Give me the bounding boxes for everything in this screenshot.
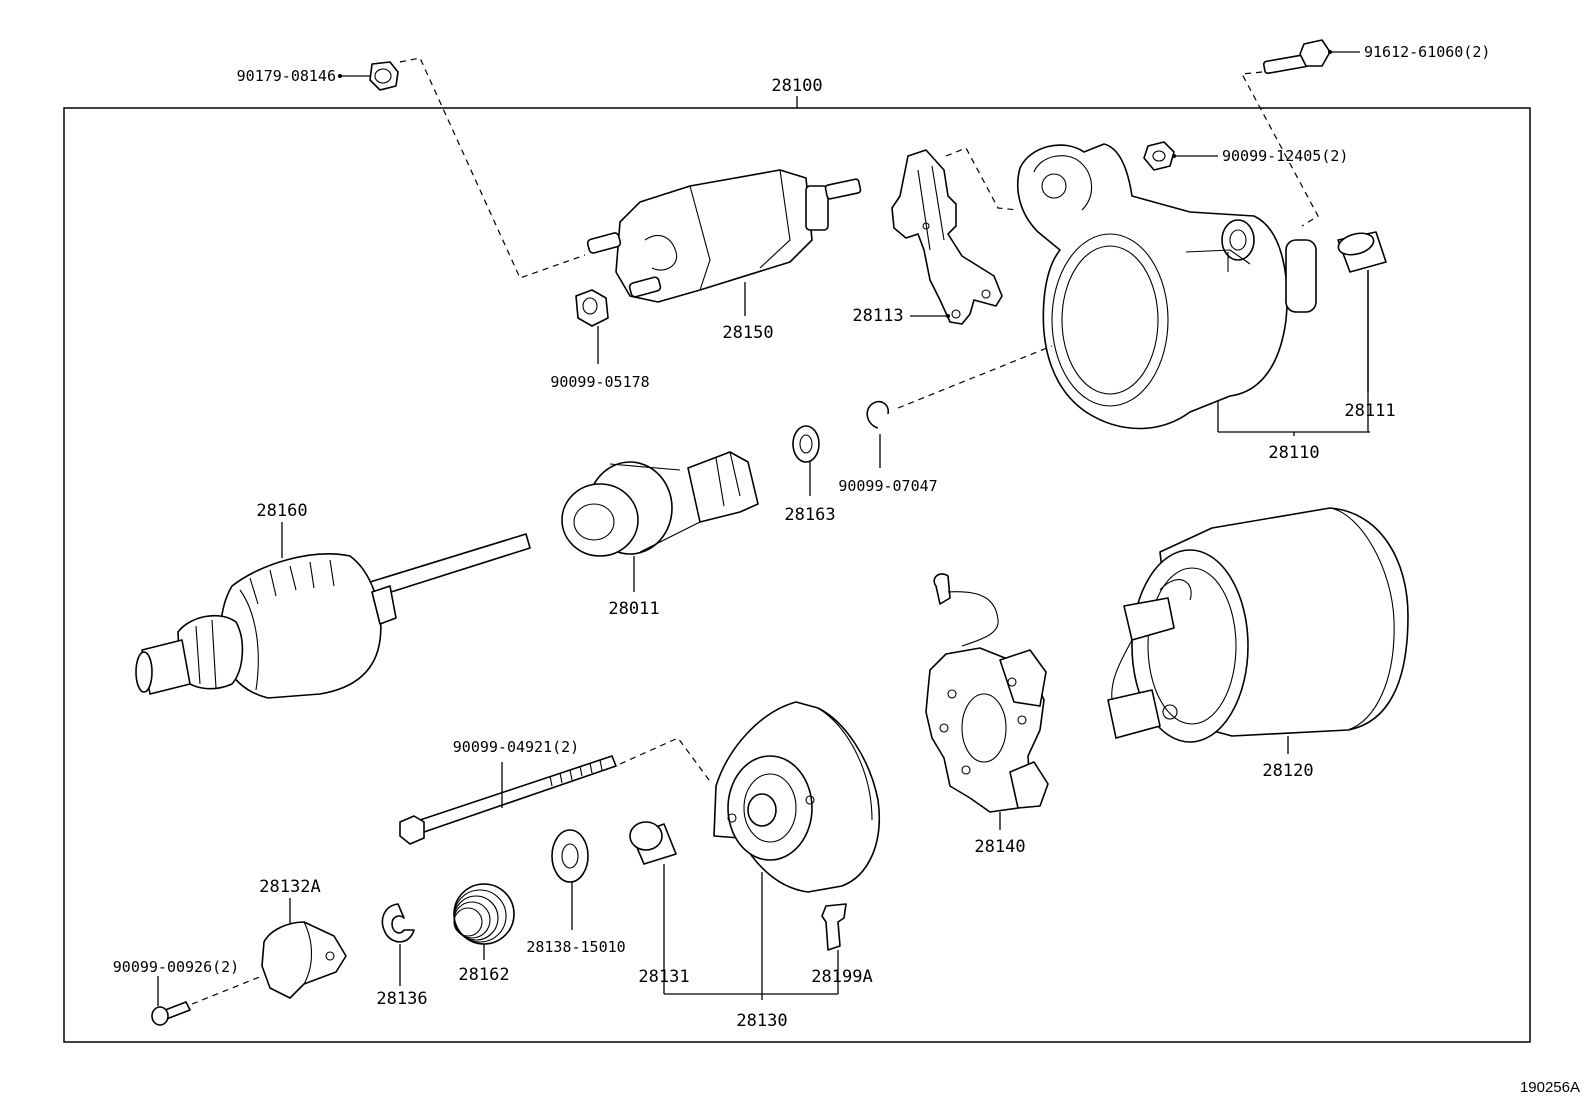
part-28110-housing[interactable] <box>1016 143 1317 430</box>
part-28160-armature[interactable] <box>135 533 531 699</box>
part-28120-yoke[interactable] <box>1107 507 1409 743</box>
label-90099-04921: 90099-04921(2) <box>453 738 579 756</box>
part-90099-00926-screw[interactable] <box>151 1001 191 1026</box>
label-28120: 28120 <box>1262 761 1313 781</box>
label-90099-07047: 90099-07047 <box>838 477 937 495</box>
part-90099-04921-through-bolt[interactable] <box>399 755 617 845</box>
part-28111-bushing[interactable] <box>1336 230 1387 273</box>
part-28199A-grommet[interactable] <box>821 903 847 951</box>
label-28136: 28136 <box>376 989 427 1009</box>
label-28111: 28111 <box>1344 401 1395 421</box>
part-90099-07047-snap-ring[interactable] <box>866 400 890 429</box>
part-28138-15010-washer[interactable] <box>551 829 589 883</box>
label-90099-00926: 90099-00926(2) <box>113 958 239 976</box>
part-28163-washer[interactable] <box>792 425 820 463</box>
part-28140-brush-holder[interactable] <box>925 573 1049 813</box>
part-28136-clip[interactable] <box>381 903 415 943</box>
label-28150: 28150 <box>722 323 773 343</box>
label-28132A: 28132A <box>259 877 320 897</box>
part-28113-lever[interactable] <box>891 149 1003 325</box>
label-28110: 28110 <box>1268 443 1319 463</box>
label-91612-61060: 91612-61060(2) <box>1364 43 1490 61</box>
part-28162-spring[interactable] <box>453 883 515 945</box>
label-28199A: 28199A <box>811 967 872 987</box>
label-90099-12405: 90099-12405(2) <box>1222 147 1348 165</box>
label-28131: 28131 <box>638 967 689 987</box>
part-28011-clutch[interactable] <box>561 451 759 557</box>
label-28140: 28140 <box>974 837 1025 857</box>
part-91612-61060-bolt[interactable] <box>1262 39 1331 75</box>
part-90099-05178-nut[interactable] <box>575 289 609 327</box>
part-28131-bushing[interactable] <box>629 821 677 865</box>
label-28138-15010: 28138-15010 <box>526 938 625 956</box>
part-90099-12405-nut[interactable] <box>1143 141 1175 171</box>
part-28130-end-frame[interactable] <box>713 701 880 893</box>
part-28132A-cover[interactable] <box>261 921 347 999</box>
reference-code: 190256A <box>1520 1079 1580 1096</box>
label-28100: 28100 <box>771 76 822 96</box>
label-28011: 28011 <box>608 599 659 619</box>
label-28130: 28130 <box>736 1011 787 1031</box>
label-90179-08146: 90179-08146 <box>237 67 336 85</box>
label-28113: 28113 <box>852 306 903 326</box>
label-28162: 28162 <box>458 965 509 985</box>
label-28160: 28160 <box>256 501 307 521</box>
part-90179-08146-nut[interactable] <box>369 61 399 91</box>
part-28150-solenoid[interactable] <box>586 169 862 303</box>
label-28163: 28163 <box>784 505 835 525</box>
label-90099-05178: 90099-05178 <box>550 373 649 391</box>
